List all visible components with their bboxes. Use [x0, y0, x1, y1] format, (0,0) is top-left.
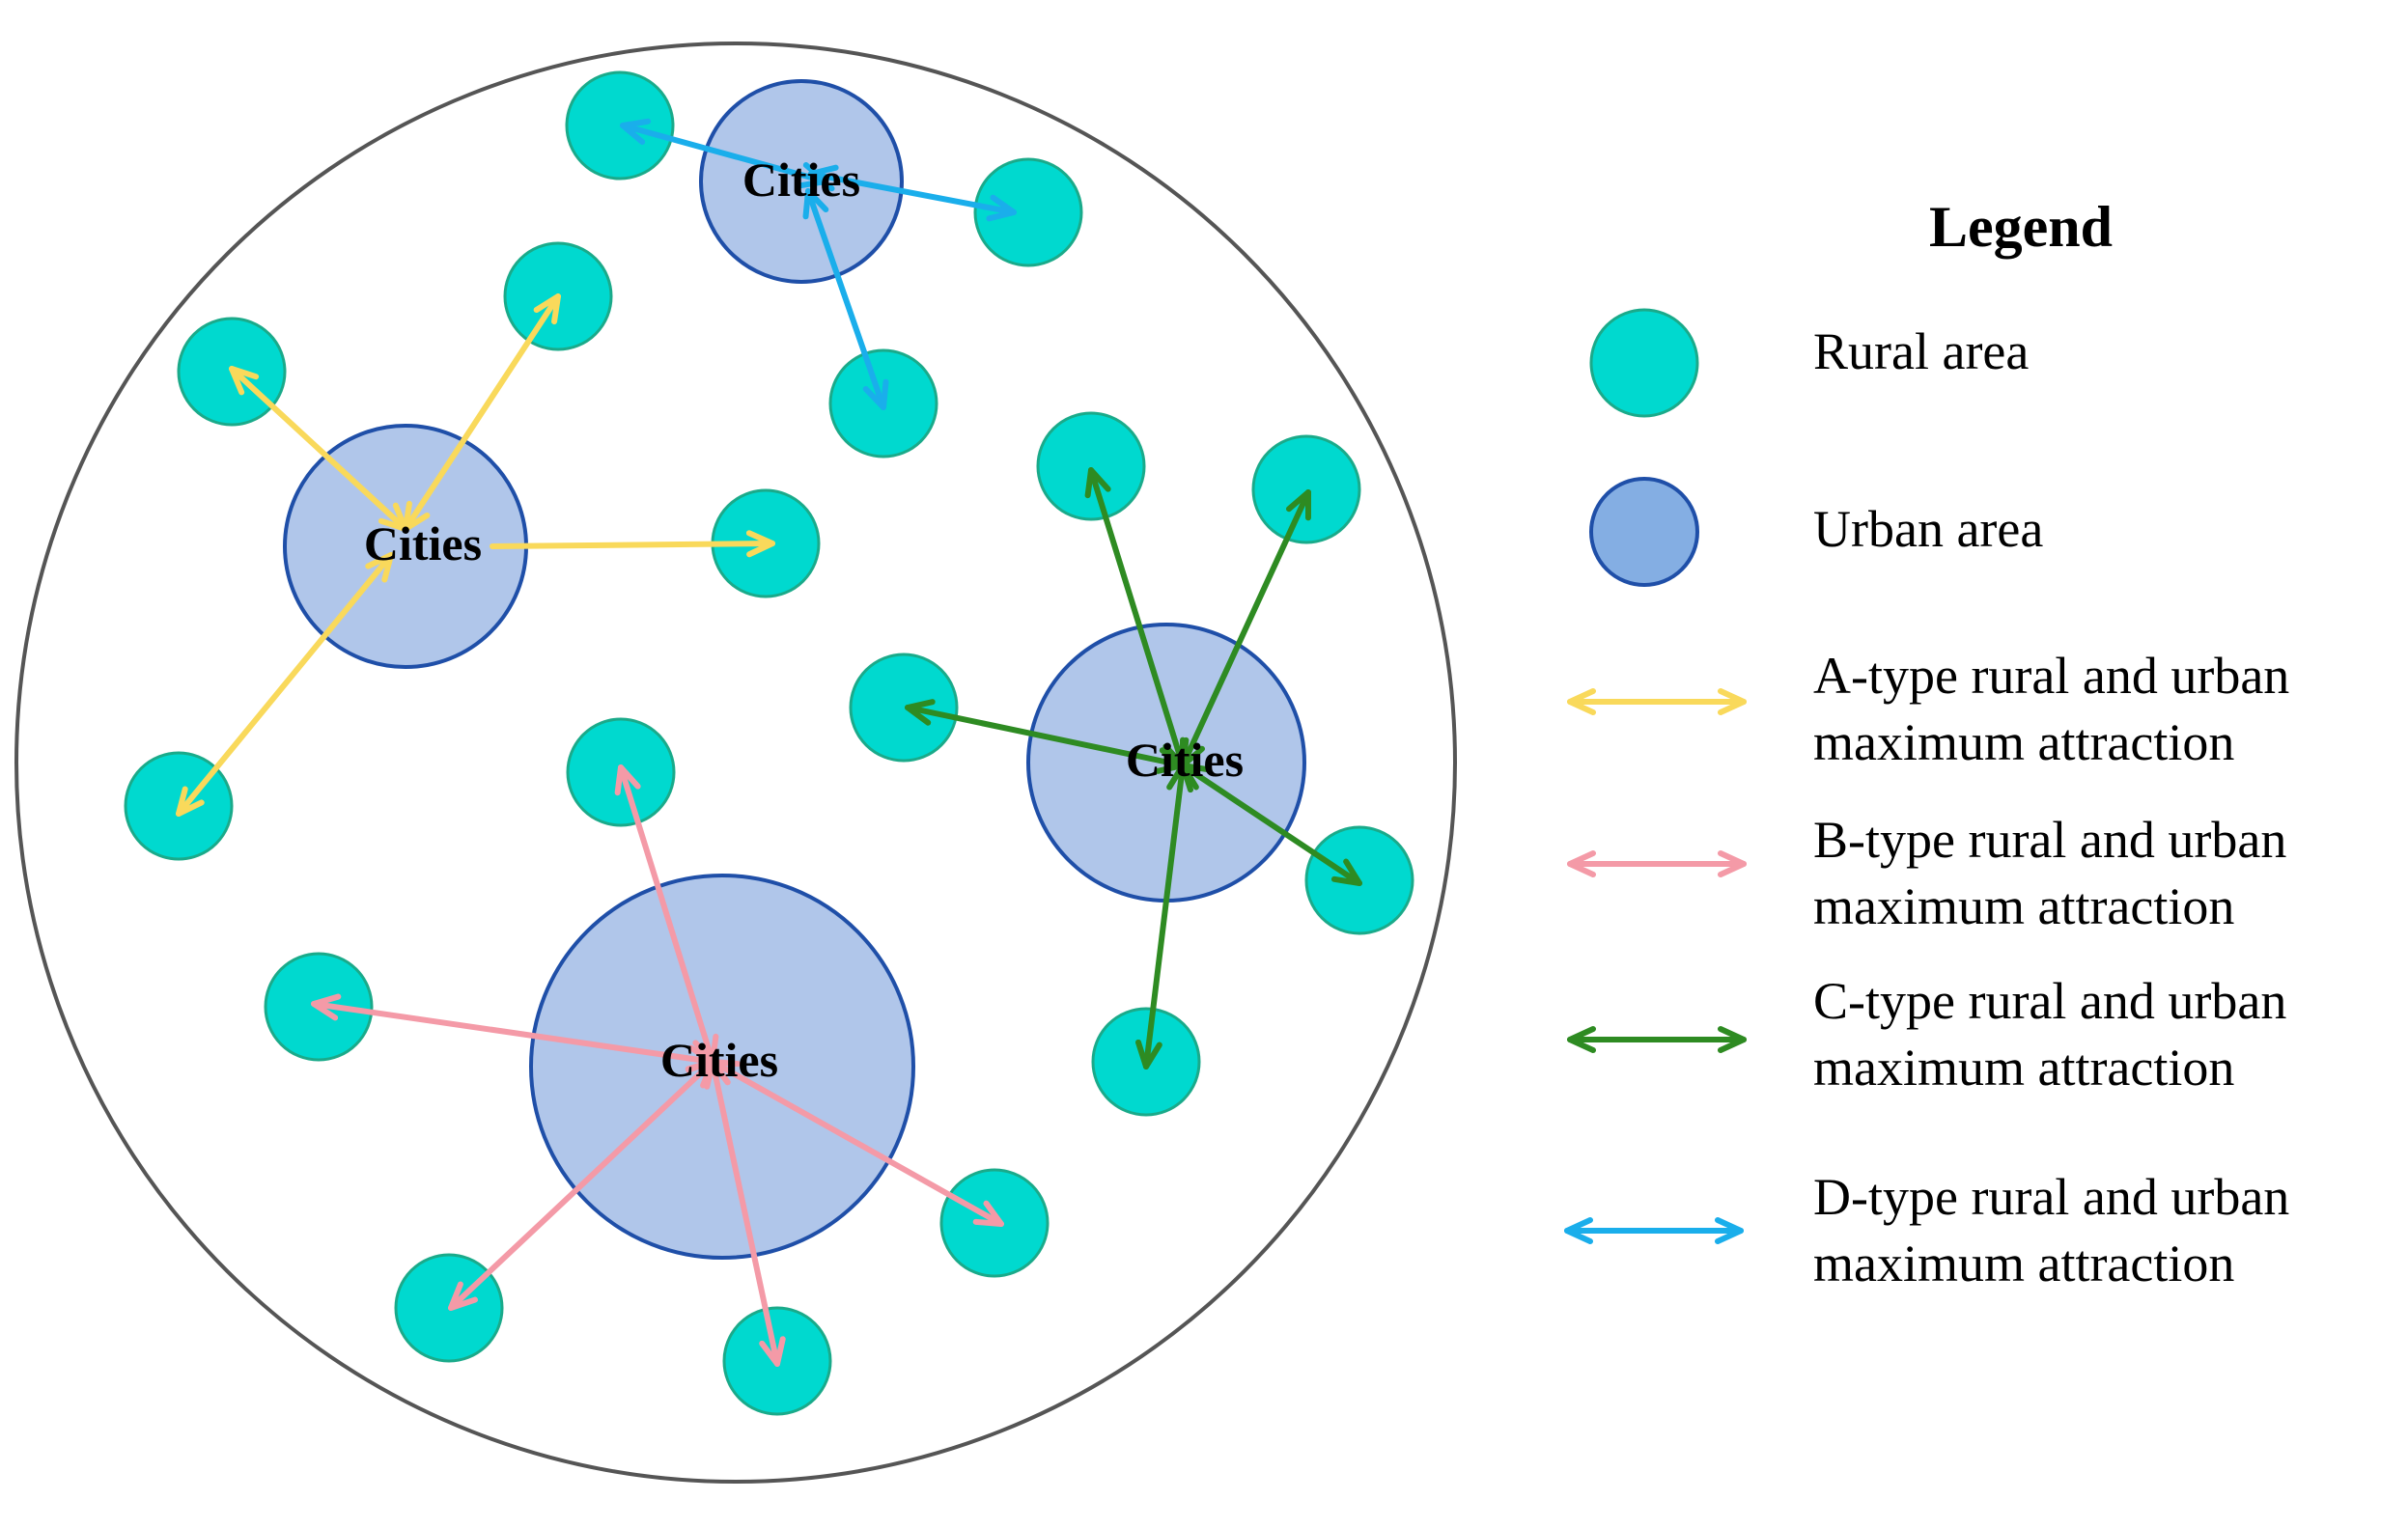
c-type-arrows — [905, 467, 1362, 1070]
legend-a-line1: A-type rural and urban — [1813, 647, 2289, 705]
c-type-arrow — [1134, 763, 1194, 1070]
d-type-arrows — [620, 118, 1017, 410]
rural-area — [973, 157, 1083, 267]
circle-urban-icon — [1589, 477, 1699, 587]
legend-d-line1: D-type rural and urban — [1813, 1168, 2289, 1226]
city-label-b: Cities — [660, 1033, 778, 1087]
a-type-arrow — [490, 530, 775, 558]
legend-c-line2: maximum attraction — [1813, 1039, 2234, 1097]
rural-area — [1251, 434, 1361, 544]
b-type-arrows — [311, 764, 1004, 1367]
b-type-arrow — [311, 993, 715, 1072]
a-type-arrow — [403, 293, 561, 532]
d-type-arrow — [808, 164, 1017, 222]
legend-b-line2: maximum attraction — [1813, 877, 2234, 935]
circle-rural-icon — [1589, 308, 1699, 418]
d-type-arrow — [620, 118, 828, 189]
city-label-d: Cities — [742, 153, 860, 207]
city-labels: Cities Cities Cities Cities — [364, 153, 1244, 1087]
legend-a-line2: maximum attraction — [1813, 713, 2234, 771]
a-type-arrow — [229, 366, 408, 532]
legend-b-line1: B-type rural and urban — [1813, 811, 2286, 869]
d-type-arrow — [802, 188, 889, 410]
rural-area — [849, 653, 959, 763]
legend-d-line2: maximum attraction — [1813, 1235, 2234, 1292]
c-type-arrow — [1180, 489, 1311, 768]
legend-urban-label: Urban area — [1813, 500, 2043, 558]
c-type-arrow — [905, 699, 1186, 774]
b-type-arrow — [448, 1059, 715, 1311]
legend-title: Legend — [1929, 195, 2113, 259]
city-label-c: Cities — [1126, 733, 1244, 787]
a-type-arrows — [176, 293, 775, 817]
c-type-arrow — [1180, 763, 1362, 886]
legend-rural-label: Rural area — [1813, 322, 2029, 380]
legend-c-line1: C-type rural and urban — [1813, 972, 2286, 1030]
b-type-arrow — [704, 1059, 786, 1367]
legend: Legend Rural area Urban area A-type rura… — [1564, 195, 2289, 1292]
a-type-arrow — [176, 552, 394, 817]
city-label-a: Cities — [364, 516, 482, 570]
rural-area — [1036, 411, 1146, 521]
